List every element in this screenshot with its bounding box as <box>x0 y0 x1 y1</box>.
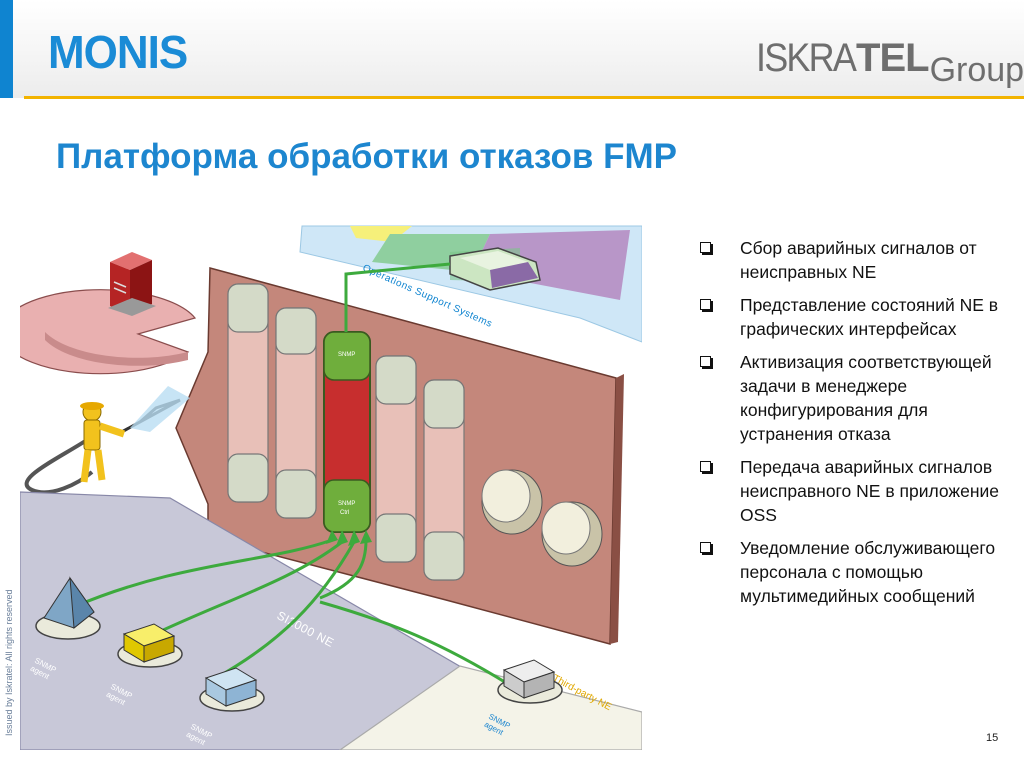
page-number: 15 <box>986 732 999 744</box>
card-bottom-label-2: Ctrl <box>340 510 349 516</box>
server-stage <box>20 289 197 375</box>
list-item-text: Сбор аварийных сигналов от неисправных N… <box>740 238 977 282</box>
card-1 <box>227 283 269 503</box>
card-bottom-label-1: SNMP <box>338 501 355 507</box>
checkbox-bullet-icon <box>700 461 711 472</box>
agent-pyramid <box>35 576 101 640</box>
server-icon <box>108 252 156 316</box>
checkbox-bullet-icon <box>700 542 711 553</box>
list-item: Сбор аварийных сигналов от неисправных N… <box>699 236 1004 284</box>
logo-iskra-text: ISKRA <box>756 36 857 80</box>
list-item: Активизация соответствующей задачи в мен… <box>699 350 1004 446</box>
logo-group-text: Group <box>929 51 1024 89</box>
snmp-control-card <box>323 331 371 533</box>
feature-list: Сбор аварийных сигналов от неисправных N… <box>699 236 1004 617</box>
list-item-text: Передача аварийных сигналов неисправного… <box>740 457 1000 525</box>
chassis-knobs <box>481 469 603 567</box>
iskratel-group-logo: ISKRATELGroup <box>756 36 1024 89</box>
header-bar: MONIS ISKRATELGroup <box>0 0 1024 99</box>
accent-bar <box>0 0 13 98</box>
agent-thirdparty <box>497 659 563 704</box>
slide-title: Платформа обработки отказов FMP <box>56 137 678 176</box>
card-slots: SNMP SNMP Ctrl <box>227 283 465 581</box>
card-2 <box>275 307 317 519</box>
checkbox-bullet-icon <box>700 299 711 310</box>
list-item-text: Активизация соответствующей задачи в мен… <box>740 352 992 444</box>
list-item: Уведомление обслуживающего персонала с п… <box>699 536 1004 608</box>
card-top-label: SNMP <box>338 352 355 358</box>
card-5 <box>423 379 465 581</box>
firefighter-icon <box>24 386 190 495</box>
header-divider <box>24 96 1024 99</box>
oss-device <box>449 247 541 291</box>
arrowheads <box>326 530 372 546</box>
list-item-text: Уведомление обслуживающего персонала с п… <box>740 538 996 606</box>
fmp-diagram: Operations Support Systems <box>20 225 642 750</box>
card-4 <box>375 355 417 563</box>
agent-blue <box>199 667 265 712</box>
thirdparty-platform <box>338 665 642 750</box>
copyright-note: Issued by Iskratel: All rights reserved <box>4 589 14 736</box>
checkbox-bullet-icon <box>700 242 711 253</box>
list-item-text: Представление состояний NE в графических… <box>740 295 999 339</box>
connection-lines <box>75 262 509 686</box>
list-item: Представление состояний NE в графических… <box>699 293 1004 341</box>
monis-logo: MONIS <box>48 27 188 79</box>
list-item: Передача аварийных сигналов неисправного… <box>699 455 1004 527</box>
checkbox-bullet-icon <box>700 356 711 367</box>
logo-tel-text: TEL <box>856 36 930 80</box>
agent-yellow <box>117 623 183 668</box>
